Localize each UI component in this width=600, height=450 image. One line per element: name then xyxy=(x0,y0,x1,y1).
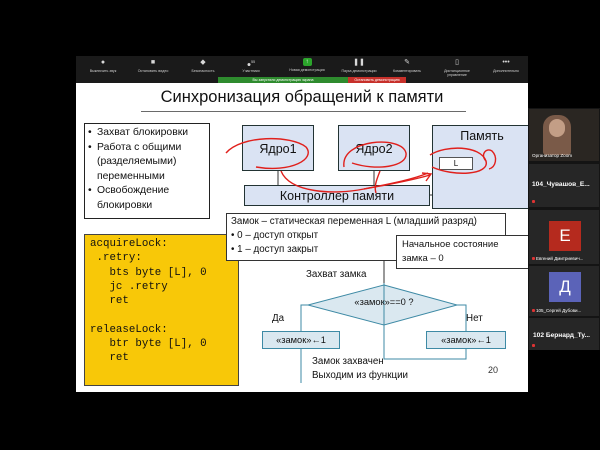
code-block: acquireLock: .retry: bts byte [L], 0 jc … xyxy=(84,234,239,386)
muted-mic-icon xyxy=(532,257,535,260)
diagram-connectors xyxy=(225,138,497,383)
bullet-item: •Работа с общими(разделяемыми)переменным… xyxy=(88,141,182,182)
lock-cell: L xyxy=(439,157,473,170)
participant-name: 105_Сергей Дубови... xyxy=(536,308,582,313)
no-branch-line xyxy=(457,304,467,331)
annotation-arrow-icon xyxy=(421,172,433,182)
share-status-label: Вы запустили демонстрацию экрана xyxy=(218,77,348,83)
stop-share-button[interactable]: Остановить демонстрацию xyxy=(348,77,406,83)
shared-slide: Синхронизация обращений к памяти •Захват… xyxy=(76,83,528,392)
result-line1: Замок захвачен xyxy=(312,356,384,367)
participant-name: 104_Чувашов_Е... xyxy=(532,181,590,188)
set-lock-box-right: «замок»←1 xyxy=(426,331,506,349)
slide-title: Синхронизация обращений к памяти xyxy=(160,88,444,106)
annotation-stroke xyxy=(429,147,487,174)
security-button[interactable]: ◆Безопасность xyxy=(191,59,215,73)
avatar: Д xyxy=(549,272,581,302)
pause-share-button[interactable]: ❚❚Пауза демонстрации xyxy=(341,59,377,73)
result-line2: Выходим из функции xyxy=(312,370,409,381)
annotate-button[interactable]: ✎Комментировать xyxy=(393,59,421,73)
annotation-stroke xyxy=(280,170,429,193)
share-status-bar: Вы запустили демонстрацию экрана Останов… xyxy=(76,77,528,83)
annotation-stroke xyxy=(374,170,381,194)
participant-tile[interactable]: Д 105_Сергей Дубови... xyxy=(529,266,599,316)
participant-tile[interactable]: 102 Бернард_Ту... xyxy=(529,318,599,350)
core1-box: Ядро1 xyxy=(242,125,314,171)
participant-face xyxy=(549,119,565,137)
retry-loop-line xyxy=(383,283,467,360)
more-button[interactable]: •••Дополнительно xyxy=(493,59,519,73)
video-tile-host[interactable]: Организатор Zoom xyxy=(529,109,599,161)
participant-name: 102 Бернард_Ту... xyxy=(533,332,590,339)
memory-label: Память xyxy=(460,129,504,143)
avatar: Е xyxy=(549,221,581,251)
participant-tile[interactable]: 104_Чувашов_Е... xyxy=(529,164,599,207)
stop-video-button[interactable]: ■Остановить видео xyxy=(137,59,169,73)
new-share-button[interactable]: ↑Новая демонстрация xyxy=(289,58,325,72)
annotation-stroke xyxy=(363,174,431,190)
memory-controller-box: Контроллер памяти xyxy=(244,185,430,206)
video-camera-icon: ■ xyxy=(150,59,156,66)
slide-page-number: 20 xyxy=(488,365,499,375)
mouse-icon: ▯ xyxy=(455,59,459,66)
pencil-icon: ✎ xyxy=(404,59,410,66)
title-divider xyxy=(141,111,466,112)
mute-button[interactable]: ●Выключить звук xyxy=(89,59,117,73)
microphone-icon: ● xyxy=(100,59,106,66)
remote-control-button[interactable]: ▯Дистанционное управление xyxy=(444,59,470,77)
muted-mic-icon xyxy=(532,309,535,312)
participant-name: Евгений Дмитриевич... xyxy=(536,256,584,261)
muted-mic-icon xyxy=(532,200,535,203)
pause-icon: ❚❚ xyxy=(353,59,365,66)
initial-state-box: Начальное состояние замка – 0 xyxy=(396,235,528,269)
bullet-list: •Захват блокировки •Работа с общими(разд… xyxy=(84,123,210,219)
annotation-stroke xyxy=(482,149,497,170)
share-arrow-icon: ↑ xyxy=(302,58,312,66)
no-label: Нет xyxy=(466,313,483,324)
participant-name: Организатор Zoom xyxy=(532,153,573,158)
yes-branch-line xyxy=(300,304,308,331)
annotation-stroke xyxy=(343,141,407,168)
set-lock-box-left: «замок»←1 xyxy=(262,331,340,349)
zoom-toolbar: ●Выключить звук ■Остановить видео ◆Безоп… xyxy=(76,56,528,81)
bullet-item: •Захват блокировки xyxy=(88,127,189,138)
shield-icon: ◆ xyxy=(200,59,206,66)
muted-mic-icon xyxy=(532,344,535,347)
participants-icon: ●55 xyxy=(246,60,256,69)
participant-tile[interactable]: Е Евгений Дмитриевич... xyxy=(529,210,599,264)
more-dots-icon: ••• xyxy=(502,59,510,66)
annotation-stroke xyxy=(225,138,309,169)
condition-label: «замок»==0 ? xyxy=(354,297,414,307)
yes-label: Да xyxy=(272,313,285,324)
flow-start-label: Захват замка xyxy=(306,269,367,280)
